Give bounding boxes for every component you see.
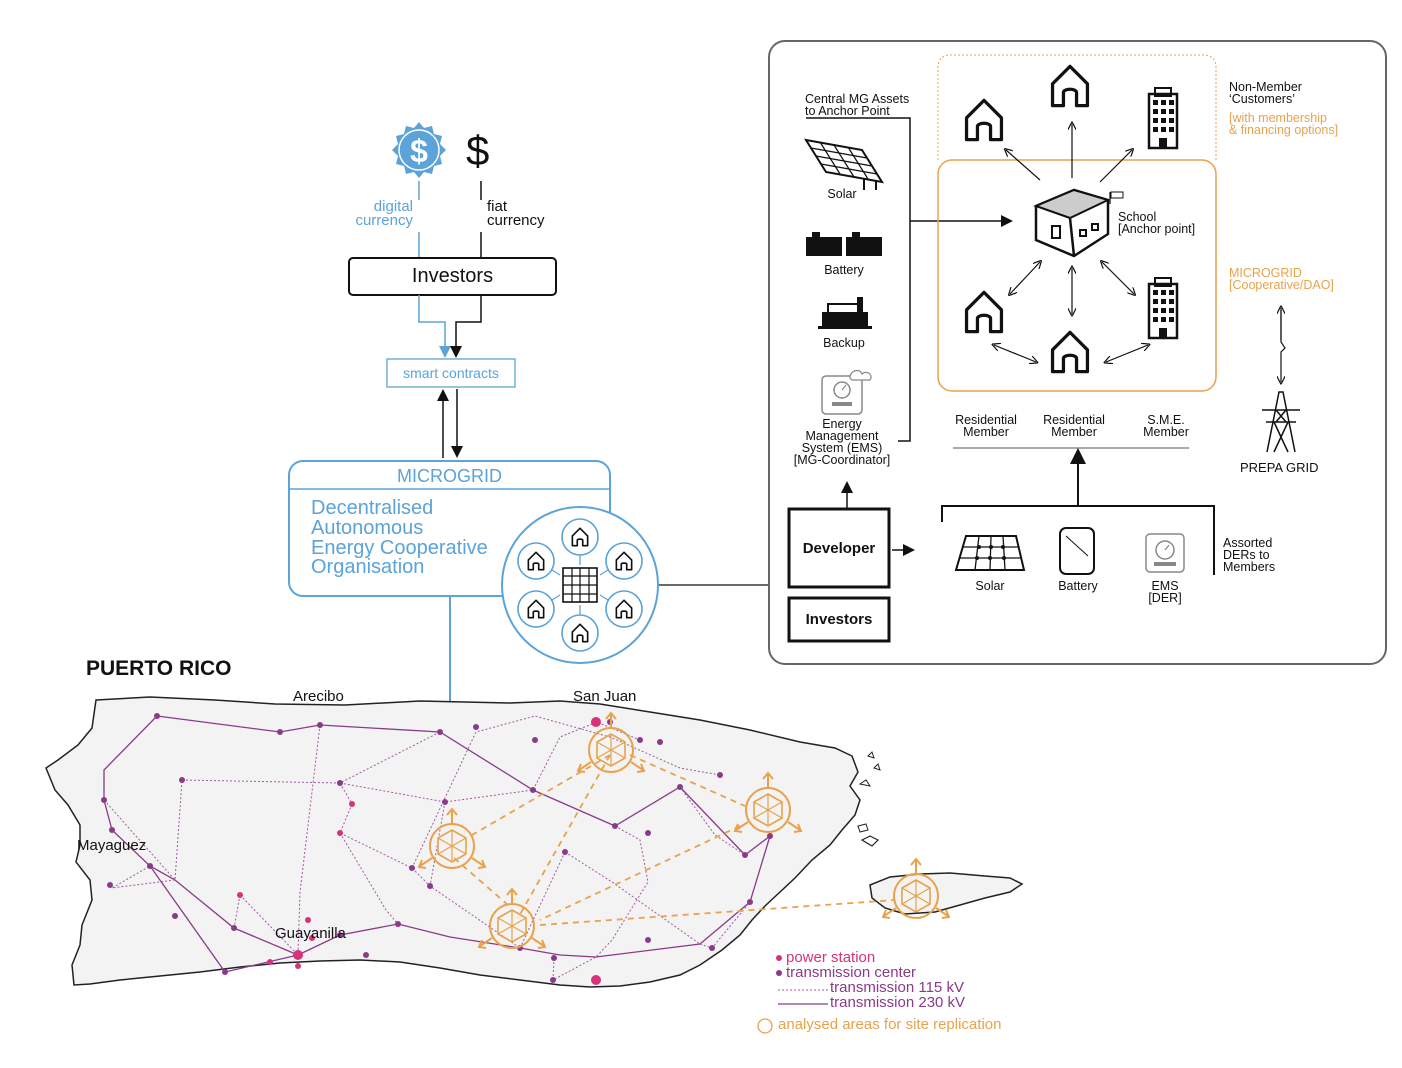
der-ems-icon (1145, 533, 1185, 573)
der-battery-label: Battery (1058, 579, 1098, 593)
school-anchor-icon (1033, 188, 1124, 258)
non-member-note: [with membership & financing options] (1229, 111, 1339, 137)
city-mayaguez: Mayaguez (77, 837, 147, 854)
der-solar-icon (954, 535, 1026, 571)
investors-box (348, 257, 557, 296)
panel-investors-box (787, 596, 891, 643)
der-ems-label: EMS [DER] (1148, 579, 1182, 605)
central-solar-icon (803, 138, 885, 190)
digital-currency-label: digital currency (355, 198, 413, 229)
legend-power-station: power station (786, 949, 876, 966)
der-battery-icon (1059, 527, 1095, 575)
legend-115kv: transmission 115 kV (830, 979, 964, 996)
developer-label: Developer (802, 539, 876, 557)
ems-coordinator-icon (821, 369, 872, 415)
microgrid-cooperative-region (937, 159, 1217, 392)
legend-230kv: transmission 230 kV (830, 994, 966, 1011)
microgrid-line3: Energy Cooperative (311, 537, 488, 559)
city-arecibo: Arecibo (293, 688, 344, 705)
fiat-currency-label: fiat currency (487, 198, 545, 229)
microgrid-line4: Organisation (311, 556, 425, 578)
ems-coordinator-label: Energy Management System (EMS) [MG-Coord… (793, 417, 891, 467)
central-backup-label: Backup (823, 336, 865, 350)
school-label: School [Anchor point] (1118, 210, 1196, 236)
detail-panel (768, 40, 1387, 665)
backup-generator-icon (818, 297, 872, 329)
der-solar-label: Solar (975, 579, 1005, 593)
prepa-tower-icon (1262, 391, 1300, 453)
fiat-dollar-icon: $ (466, 127, 490, 174)
member1-label: Residential Member (955, 413, 1017, 439)
microgrid-line2: Autonomous (311, 517, 424, 539)
microgrid-title: MICROGRID (397, 465, 502, 486)
prepa-grid-label: PREPA GRID (1240, 460, 1319, 475)
central-solar-label: Solar (827, 187, 857, 201)
smart-contracts-label: smart contracts (403, 365, 499, 381)
legend-transmission-center: transmission center (786, 964, 917, 981)
digital-currency-icon: $ (392, 122, 446, 178)
svg-text:$: $ (410, 133, 428, 169)
central-assets-label: Central MG Assets to Anchor Point (805, 92, 910, 118)
microgrid-coop-label: MICROGRID [Cooperative/DAO] (1229, 266, 1334, 292)
map-title: PUERTO RICO (86, 657, 232, 680)
central-battery-icon (806, 232, 882, 256)
legend-symbols (757, 955, 828, 1034)
panel-investors-label: Investors (805, 611, 873, 628)
smart-contracts-box (386, 358, 516, 388)
microgrid-line1: Decentralised (311, 497, 434, 519)
member2-label: Residential Member (1043, 413, 1105, 439)
central-battery-label: Battery (824, 263, 864, 277)
investors-label: Investors (411, 265, 494, 287)
legend-analysed-areas: analysed areas for site replication (778, 1016, 1002, 1033)
city-guayanilla: Guayanilla (275, 925, 346, 942)
non-member-title: Non-Member ‘Customers’ (1229, 80, 1302, 106)
member3-label: S.M.E. Member (1143, 413, 1189, 439)
developer-box (787, 507, 891, 589)
assorted-ders-label: Assorted DERs to Members (1223, 536, 1276, 574)
puerto-rico-map (45, 696, 1024, 988)
microgrid-circle-icon (501, 506, 659, 664)
city-san-juan: San Juan (573, 688, 637, 705)
